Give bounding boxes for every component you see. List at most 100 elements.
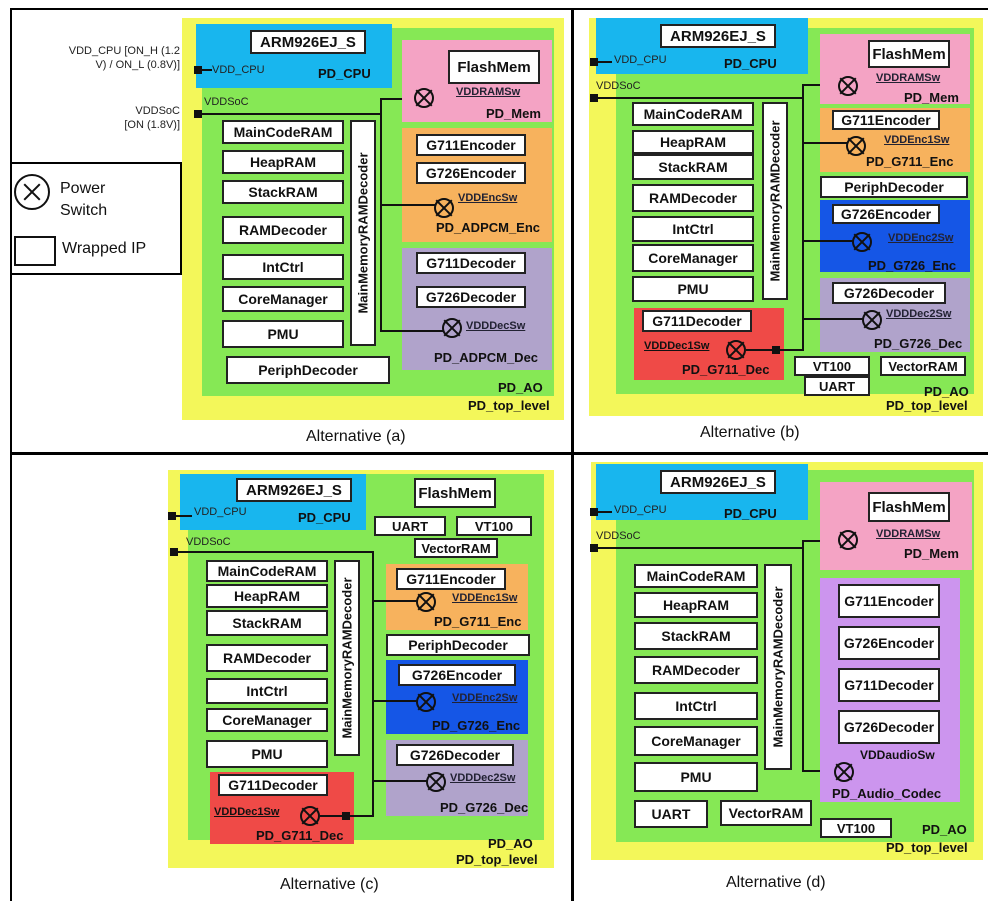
g726-decoder-ip-d: G726Decoder: [838, 710, 940, 744]
frame-top: [10, 8, 988, 10]
pd-ao-label-a: PD_AO: [498, 380, 543, 395]
g711-decoder-ip-c: G711Decoder: [218, 774, 328, 796]
maincoderam-ip-b: MainCodeRAM: [632, 102, 754, 126]
caption-alternative-d: Alternative (d): [726, 874, 826, 891]
uart-ip-d: UART: [634, 800, 708, 828]
vddsoc-pin-a: [194, 110, 202, 118]
vdd-cpu-pin-b: [590, 58, 598, 66]
pd-adpcm-enc-label-a: PD_ADPCM_Enc: [436, 220, 541, 235]
pd-mem-label-b: PD_Mem: [904, 90, 959, 105]
flashmem-ip-a: FlashMem: [448, 50, 540, 84]
heapram-ip-b: HeapRAM: [632, 130, 754, 154]
caption-alternative-c: Alternative (c): [280, 876, 379, 893]
pd-g711-dec-label-b: PD_G711_Dec: [682, 362, 770, 377]
frame-divider-horizontal: [10, 452, 988, 455]
vddenc2sw-label-c: VDDEnc2Sw: [452, 692, 518, 704]
coremanager-ip-a: CoreManager: [222, 286, 344, 312]
pd-cpu-label-d: PD_CPU: [724, 506, 777, 521]
pd-g726-dec-label-c: PD_G726_Dec: [440, 800, 529, 815]
caption-alternative-a: Alternative (a): [306, 428, 406, 445]
pd-g711-enc-label-b: PD_G711_Enc: [866, 154, 954, 169]
vddenc2sw-label-b: VDDEnc2Sw: [888, 232, 954, 244]
vdd-cpu-label-d: VDD_CPU: [614, 504, 667, 516]
vdddecsw-label-a: VDDDecSw: [466, 320, 526, 332]
stackram-ip-c: StackRAM: [206, 610, 328, 636]
intctrl-ip-d: IntCtrl: [634, 692, 758, 720]
vddsoc-label-a: VDDSoC: [204, 96, 249, 108]
vddramsw-switch-icon-a: [414, 88, 434, 108]
vdddec1sw-switch-icon-b: [726, 340, 746, 360]
vdd-cpu-label-b: VDD_CPU: [614, 54, 667, 66]
g711-encoder-ip-b: G711Encoder: [832, 110, 940, 130]
vdddec1sw-label-b: VDDDec1Sw: [644, 340, 710, 352]
vdddecsw-switch-icon-a: [442, 318, 462, 338]
power-switch-icon: [14, 174, 50, 210]
arm-ip-c: ARM926EJ_S: [236, 478, 352, 502]
vectorram-ip-d: VectorRAM: [720, 800, 812, 826]
intctrl-ip-a: IntCtrl: [222, 254, 344, 280]
maincoderam-ip-a: MainCodeRAM: [222, 120, 344, 144]
intctrl-ip-b: IntCtrl: [632, 216, 754, 242]
pmu-ip-c: PMU: [206, 740, 328, 768]
arm-ip-a: ARM926EJ_S: [250, 30, 366, 54]
pd-top-level-label-c: PD_top_level: [456, 852, 538, 867]
vddsoc-supply-label: VDDSoC [ON (1.8V)]: [124, 105, 180, 131]
g726-decoder-ip-b: G726Decoder: [832, 282, 946, 304]
pd-mem-label-d: PD_Mem: [904, 546, 959, 561]
vdd-cpu-label-c: VDD_CPU: [194, 506, 247, 518]
vdddec2sw-label-c: VDDDec2Sw: [450, 772, 516, 784]
coremanager-ip-c: CoreManager: [206, 708, 328, 732]
intctrl-ip-c: IntCtrl: [206, 678, 328, 704]
ramdecoder-ip-d: RAMDecoder: [634, 656, 758, 684]
pd-top-level-label-d: PD_top_level: [886, 840, 968, 855]
vddramsw-switch-icon-b: [838, 76, 858, 96]
vddenc2sw-switch-icon-b: [852, 232, 872, 252]
pd-g711-dec-label-c: PD_G711_Dec: [256, 828, 344, 843]
g726-decoder-ip-a: G726Decoder: [416, 286, 526, 308]
vddsoc-label-c: VDDSoC: [186, 536, 231, 548]
g711-encoder-ip-a: G711Encoder: [416, 134, 526, 156]
vdddec2sw-switch-icon-b: [862, 310, 882, 330]
pd-g726-enc-label-b: PD_G726_Enc: [868, 258, 957, 273]
g711-decoder-ip-b: G711Decoder: [642, 310, 752, 332]
legend-wrapped-ip-label: Wrapped IP: [62, 240, 147, 257]
vddsoc-label-b: VDDSoC: [596, 80, 641, 92]
pd-cpu-label-b: PD_CPU: [724, 56, 777, 71]
mainmemoryramdecoder-ip-b: MainMemoryRAMDecoder: [762, 102, 788, 300]
vddenc1sw-switch-icon-c: [416, 592, 436, 612]
legend-power-switch-label: Power Switch: [60, 180, 108, 219]
vdd-cpu-supply-label: VDD_CPU [ON_H (1.2 V) / ON_L (0.8V)]: [68, 45, 180, 71]
flashmem-ip-d: FlashMem: [868, 492, 950, 522]
coremanager-ip-d: CoreManager: [634, 726, 758, 756]
pd-g726-dec-label-b: PD_G726_Dec: [874, 336, 963, 351]
flashmem-ip-c: FlashMem: [414, 478, 496, 508]
vddramsw-switch-icon-d: [838, 530, 858, 550]
maincoderam-ip-d: MainCodeRAM: [634, 564, 758, 588]
vdd-cpu-pin-c: [168, 512, 176, 520]
g726-encoder-ip-b: G726Encoder: [832, 204, 940, 224]
pd-top-level-label-b: PD_top_level: [886, 398, 968, 413]
vt100-ip-b: VT100: [794, 356, 870, 376]
vddsoc-label-d: VDDSoC: [596, 530, 641, 542]
maincoderam-ip-c: MainCodeRAM: [206, 560, 328, 582]
periphdecoder-ip-b: PeriphDecoder: [820, 176, 968, 198]
vddenc1sw-label-c: VDDEnc1Sw: [452, 592, 518, 604]
pd-mem-label-a: PD_Mem: [486, 106, 541, 121]
pd-top-level-label-a: PD_top_level: [468, 398, 550, 413]
vectorram-ip-c: VectorRAM: [414, 538, 498, 558]
g726-encoder-ip-c: G726Encoder: [398, 664, 516, 686]
heapram-ip-d: HeapRAM: [634, 592, 758, 618]
uart-ip-c: UART: [374, 516, 446, 536]
uart-ip-b: UART: [804, 376, 870, 396]
mainmemoryramdecoder-ip-c: MainMemoryRAMDecoder: [334, 560, 360, 756]
vddsoc-pin-c: [170, 548, 178, 556]
vdddec1sw-switch-icon-c: [300, 806, 320, 826]
pd-cpu-label-a: PD_CPU: [318, 66, 371, 81]
pmu-ip-a: PMU: [222, 320, 344, 348]
vddaudiosw-switch-icon-d: [834, 762, 854, 782]
dec1-pin-c: [342, 812, 350, 820]
arm-ip-b: ARM926EJ_S: [660, 24, 776, 48]
g726-encoder-ip-d: G726Encoder: [838, 626, 940, 660]
g711-encoder-ip-c: G711Encoder: [396, 568, 506, 590]
pd-cpu-label-c: PD_CPU: [298, 510, 351, 525]
